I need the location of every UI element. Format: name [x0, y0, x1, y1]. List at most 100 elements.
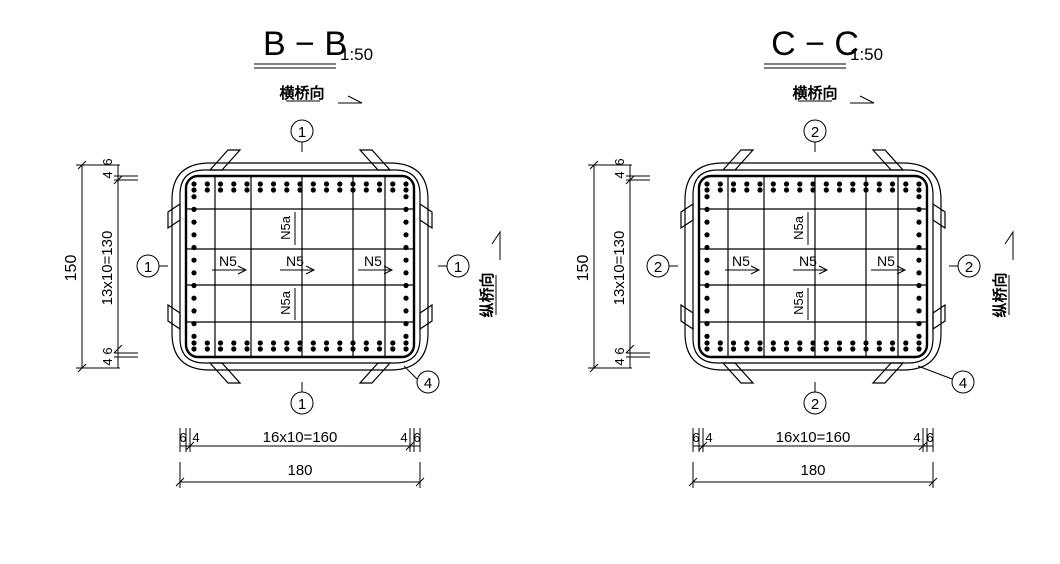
rebar-dot	[297, 346, 303, 352]
rebar-dot	[191, 219, 197, 225]
rebar-dot	[191, 244, 197, 251]
rebar-dot	[310, 340, 316, 346]
rebar-dot	[297, 187, 303, 193]
rebar-dot	[323, 346, 330, 352]
rebar-dot	[704, 340, 710, 346]
rebar-dot	[403, 232, 409, 238]
stiffener	[358, 149, 392, 171]
rebar-dot	[363, 346, 369, 352]
rebar-dot	[350, 340, 356, 346]
callout-right-label: 1	[454, 259, 462, 276]
dim-edge: 6	[926, 430, 933, 445]
section-scale: 1:50	[340, 45, 373, 64]
rebar-dot	[270, 181, 277, 187]
direction-arrow	[850, 95, 875, 104]
dim-bottom-small: 6	[612, 347, 627, 354]
rebar-dot	[191, 232, 197, 238]
rebar-dot	[836, 181, 843, 187]
rebar-dot	[191, 181, 197, 187]
dim-tick	[698, 441, 708, 451]
rebar-dot	[810, 346, 816, 352]
dim-top-small: 4	[100, 171, 115, 178]
rebar-dot	[704, 282, 710, 289]
rebar-dot	[744, 181, 750, 187]
dim-bottom-small: 6	[100, 347, 115, 354]
rebar-dot	[323, 187, 330, 193]
rebar-dot	[191, 333, 197, 339]
rebar-dot	[704, 308, 710, 314]
rebar-dot	[797, 187, 803, 193]
rebar-dot	[403, 206, 409, 212]
rebar-dot	[390, 181, 396, 187]
stiffener	[721, 362, 755, 384]
dim-edge: 4	[192, 430, 199, 445]
rebar-dot	[916, 295, 922, 301]
rebar-dot	[323, 340, 330, 346]
rebar-dot	[810, 340, 816, 346]
rebar-dot	[403, 187, 409, 193]
rebar-dot	[337, 181, 343, 187]
rebar-dot	[730, 187, 737, 193]
rebar-dot	[217, 346, 224, 352]
stiffener	[419, 303, 433, 331]
rebar-dot	[217, 181, 224, 187]
direction-arrow	[338, 95, 363, 104]
stiffener	[680, 202, 694, 230]
rebar-dot	[783, 346, 790, 352]
rebar-dot	[704, 206, 710, 212]
rebar-dot	[204, 346, 210, 352]
rebar-dot	[231, 346, 237, 352]
dim-tick	[185, 441, 195, 451]
dim-tick	[928, 477, 938, 487]
rebar-dot	[704, 257, 710, 263]
callout-corner	[951, 370, 975, 394]
rebar-dot	[376, 187, 383, 193]
rebar-dot	[704, 333, 710, 339]
rebar-dot	[916, 194, 922, 200]
stiffener	[871, 362, 905, 384]
rebar-dot	[903, 340, 909, 346]
rebar-dot	[704, 219, 710, 225]
rebar-dots	[191, 181, 409, 352]
casing-outer	[171, 162, 429, 371]
callout-corner	[416, 370, 440, 394]
rebar-dot	[916, 346, 922, 352]
rebar-dot	[297, 181, 303, 187]
longitudinal-label: 纵桥向	[991, 272, 1009, 317]
rebar-dot	[730, 181, 737, 187]
rebar-dot	[403, 333, 409, 339]
callout-corner-label: 4	[959, 375, 967, 392]
rebar-dot	[376, 181, 383, 187]
dim-bottom-small: 4	[100, 358, 115, 365]
callout-bottom-label: 1	[298, 396, 306, 413]
rebar-dot	[916, 219, 922, 225]
dim-edge: 6	[413, 430, 420, 445]
rebar-dot	[244, 181, 250, 187]
rebar-dot	[889, 346, 896, 352]
rebar-dot	[204, 181, 210, 187]
rebar-dot	[191, 194, 197, 200]
stiffener	[208, 149, 242, 171]
arrowhead	[818, 265, 829, 275]
dim-bottom-small: 4	[612, 358, 627, 365]
leader	[917, 365, 953, 380]
dim-top-small: 6	[612, 158, 627, 165]
rebar-dot	[191, 308, 197, 314]
dim-edge: 4	[913, 430, 920, 445]
tie-label-n5a: N5a	[791, 215, 806, 240]
rebar-dot	[297, 340, 303, 346]
arrowhead	[237, 265, 248, 275]
rebar-dot	[717, 346, 723, 352]
rebar-dot	[257, 187, 263, 193]
stiffener	[680, 303, 694, 331]
rebar-dot	[850, 187, 856, 193]
rebar-dot	[810, 181, 816, 187]
rebar-dot	[191, 346, 197, 352]
tie-label-n5: N5	[877, 253, 895, 269]
rebar-dots	[704, 181, 922, 352]
rebar-dot	[403, 257, 409, 263]
callout-top-label: 2	[811, 124, 819, 141]
rebar-dot	[730, 346, 737, 352]
rebar-dot	[244, 346, 250, 352]
stirrup	[697, 174, 929, 359]
